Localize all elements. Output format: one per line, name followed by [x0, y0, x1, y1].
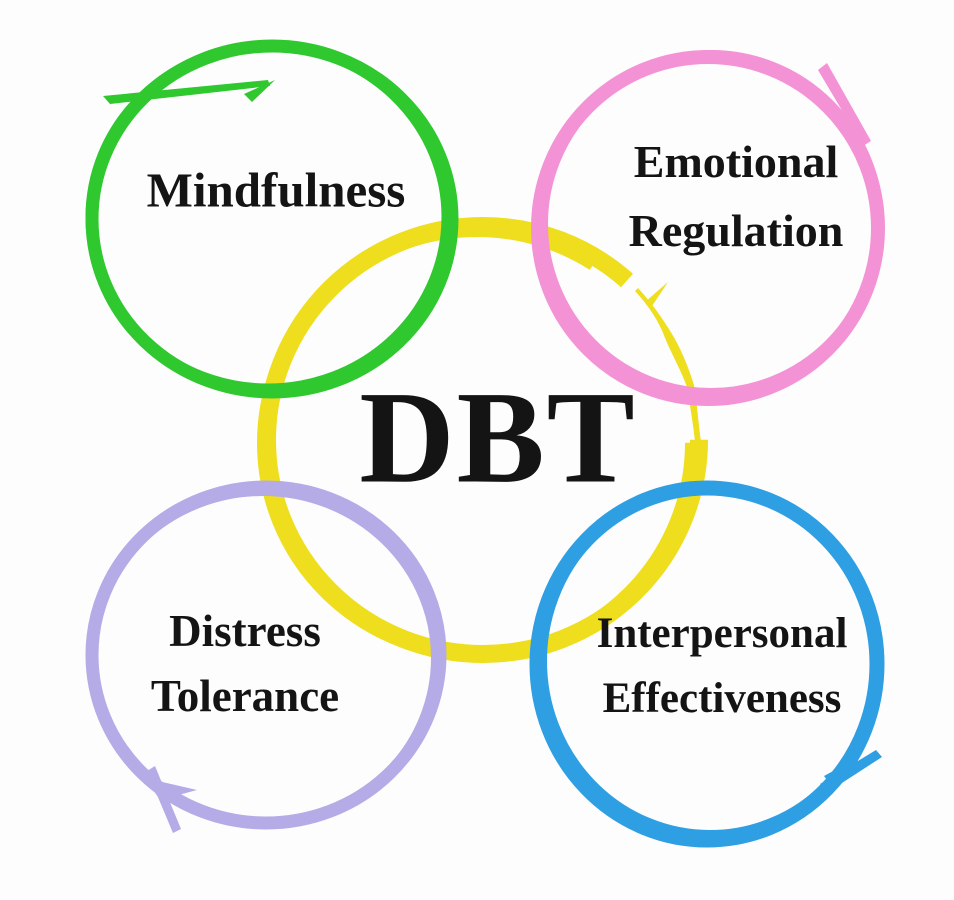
- mindfulness-brush-tip: [244, 80, 275, 102]
- interpersonal-effectiveness-brush-tip: [824, 764, 846, 784]
- mindfulness-label: Mindfulness: [147, 162, 406, 219]
- distress-tolerance-label-line2: Tolerance: [150, 671, 340, 721]
- interpersonal-effectiveness-label: Interpersonal Effectiveness: [597, 601, 848, 731]
- emotional-regulation-label-line2: Regulation: [628, 205, 844, 256]
- interpersonal-effectiveness-circle: [529, 480, 885, 848]
- dbt-title: DBT: [359, 363, 637, 511]
- mindfulness-circle: [85, 39, 459, 399]
- dbt-center-ring-stroke2: [257, 225, 697, 661]
- interpersonal-effectiveness-label-line2: Effectiveness: [602, 675, 842, 722]
- emotional-regulation-brush-tail: [818, 63, 871, 146]
- distress-tolerance-label-line1: Distress: [169, 606, 321, 656]
- emotional-regulation-circle-stroke2: [538, 50, 884, 398]
- mindfulness-brush-tail: [103, 80, 270, 104]
- interpersonal-effectiveness-label-line1: Interpersonal: [596, 610, 848, 657]
- mindfulness-label-line: Mindfulness: [146, 162, 406, 218]
- mindfulness-circle-stroke2: [85, 41, 451, 393]
- emotional-regulation-circle: [531, 50, 885, 406]
- dbt-ring-brush-tail: [635, 288, 701, 442]
- emotional-regulation-label: Emotional Regulation: [629, 127, 844, 265]
- distress-tolerance-label: Distress Tolerance: [151, 599, 339, 729]
- interpersonal-effectiveness-circle-stroke2: [537, 482, 883, 840]
- distress-tolerance-circle-stroke2: [87, 488, 439, 828]
- distress-tolerance-circle: [85, 480, 447, 833]
- dbt-center-ring: [257, 217, 708, 663]
- dbt-ring-brush-chip: [645, 282, 668, 306]
- interpersonal-effectiveness-brush-tail: [820, 750, 882, 792]
- emotional-regulation-label-line1: Emotional: [633, 136, 839, 187]
- distress-tolerance-brush-tip: [145, 778, 197, 800]
